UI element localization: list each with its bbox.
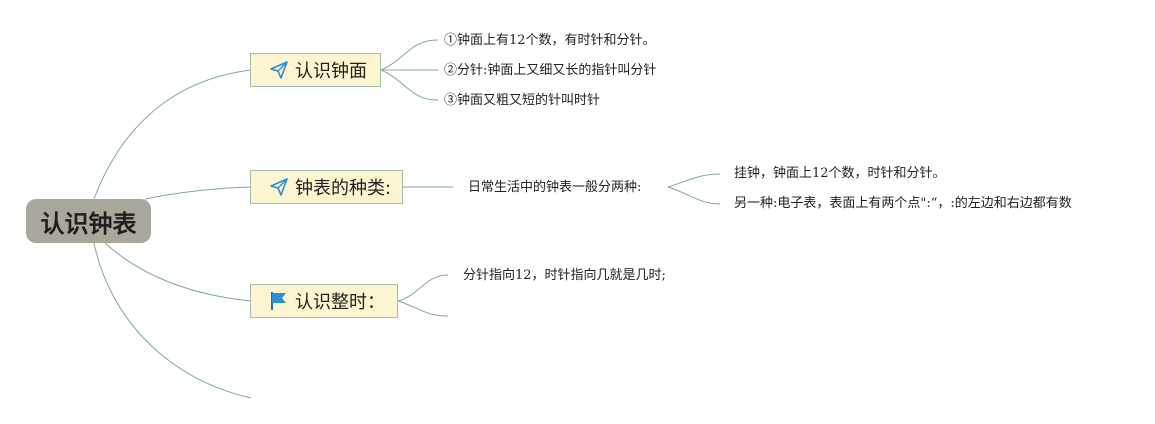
connector-b3-empty xyxy=(397,300,449,317)
branch-clock-face-label: 认识钟面 xyxy=(295,61,367,82)
leaf-clock-face-1: ①钟面上有12个数，有时针和分针。 xyxy=(444,33,656,48)
branch-whole-hours-label: 认识整时： xyxy=(295,292,385,313)
paper-plane-icon xyxy=(269,60,289,80)
leaf-clock-types-1: 挂钟，钟面上12个数，时针和分针。 xyxy=(734,166,946,181)
connector-b2-leaf-1 xyxy=(667,173,721,188)
root-topic[interactable]: 认识钟表 xyxy=(26,199,151,243)
branch-whole-hours[interactable]: 认识整时： xyxy=(250,284,398,318)
connector-root-branch-1 xyxy=(93,69,252,200)
branch-clock-types-label: 钟表的种类: xyxy=(295,178,392,199)
branch-clock-face[interactable]: 认识钟面 xyxy=(250,53,381,87)
branch-clock-types[interactable]: 钟表的种类: xyxy=(250,170,403,204)
flag-icon xyxy=(269,291,289,311)
leaf-clock-types-2: 另一种:电子表，表面上有两个点":“，:的左边和右边都有数 xyxy=(734,196,1072,211)
connector-b2-leaf-2 xyxy=(667,186,721,205)
leaf-clock-face-3: ③钟面又粗又短的针叫时针 xyxy=(444,93,601,108)
connector-b1-leaf-1 xyxy=(380,39,439,71)
connector-root-branch-2 xyxy=(144,186,252,200)
paper-plane-icon xyxy=(269,177,289,197)
leaf-clock-face-2: ②分针:钟面上又细又长的指针叫分针 xyxy=(444,63,657,78)
connector-root-branch-3 xyxy=(104,242,252,302)
connector-b1-leaf-3 xyxy=(380,69,439,101)
leaf-whole-hours-1: 分针指向12，时针指向几就是几时; xyxy=(463,268,666,283)
root-topic-label: 认识钟表 xyxy=(40,209,137,238)
connector-b3-leaf-1 xyxy=(397,274,449,302)
connector-root-empty xyxy=(93,242,252,399)
summary-clock-types: 日常生活中的钟表一般分两种: xyxy=(468,180,642,195)
